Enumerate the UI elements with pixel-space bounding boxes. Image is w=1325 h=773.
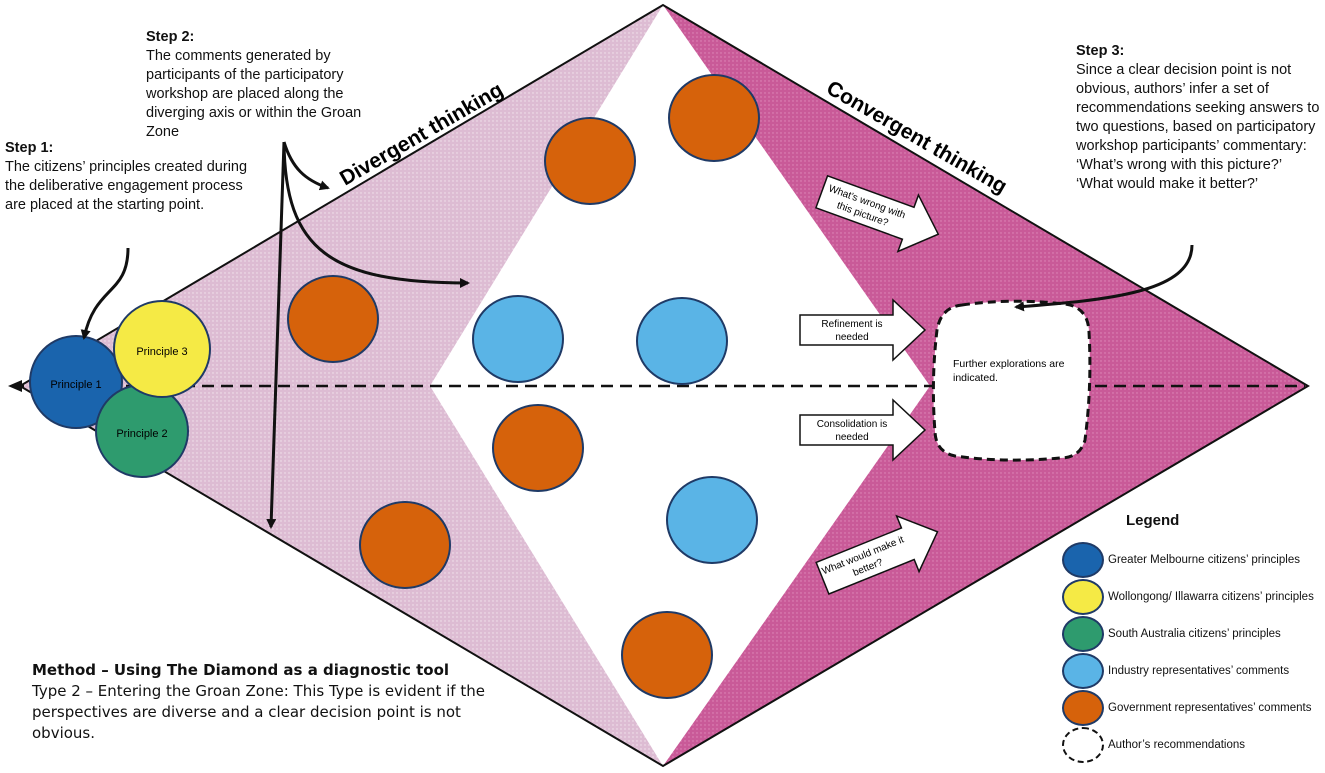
step3-arrow bbox=[1014, 244, 1194, 312]
step2-text: Step 2: The comments generated by partic… bbox=[146, 28, 378, 142]
legend-label: Author’s recommendations bbox=[1108, 738, 1246, 751]
step2-arrow-short bbox=[282, 141, 330, 191]
government-comment-circle bbox=[492, 404, 584, 492]
legend-swatch-recommendations bbox=[1062, 726, 1104, 763]
legend-item: Author’s recommendations bbox=[1062, 726, 1324, 763]
recommendation-box bbox=[931, 299, 1092, 462]
step2-heading: Step 2: bbox=[146, 29, 195, 45]
arrow-whats-wrong: What’s wrong with this picture? bbox=[814, 174, 940, 253]
step3-body: Since a clear decision point is not obvi… bbox=[1076, 62, 1320, 154]
principle-1-label: Principle 1 bbox=[50, 379, 101, 391]
step2-arrow-down bbox=[266, 141, 286, 529]
government-comment-circle bbox=[287, 275, 379, 363]
method-title: Method – Using The Diamond as a diagnost… bbox=[32, 661, 450, 679]
arrow-refinement: Refinement is needed bbox=[799, 298, 927, 362]
principle-3-label: Principle 3 bbox=[136, 346, 187, 358]
step2-arrow-long bbox=[282, 141, 470, 288]
recommendation-line2: indicated. bbox=[953, 372, 998, 384]
industry-comment-circle bbox=[472, 295, 564, 383]
step1-arrow bbox=[80, 247, 130, 340]
step3-question1: ‘What’s wrong with this picture?’ bbox=[1076, 157, 1283, 173]
step3-heading: Step 3: bbox=[1076, 43, 1125, 59]
step1-body: The citizens’ principles created during … bbox=[5, 159, 248, 213]
legend-label: South Australia citizens’ principles bbox=[1108, 627, 1281, 640]
legend-swatch-industry bbox=[1062, 652, 1104, 689]
principle-3-circle bbox=[113, 300, 211, 398]
legend-item: Industry representatives’ comments bbox=[1062, 652, 1324, 689]
government-comment-circle bbox=[621, 611, 713, 699]
principle-1-circle bbox=[29, 335, 123, 429]
step3-question2: ‘What would make it better?’ bbox=[1076, 176, 1259, 192]
legend: Legend Greater Melbourne citizens’ princ… bbox=[1062, 512, 1324, 763]
arrow-consolidation: Consolidation is needed bbox=[799, 398, 927, 462]
step1-text: Step 1: The citizens’ principles created… bbox=[5, 139, 250, 215]
industry-comment-circle bbox=[636, 297, 728, 385]
method-caption: Method – Using The Diamond as a diagnost… bbox=[32, 660, 502, 744]
legend-item: Government representatives’ comments bbox=[1062, 689, 1324, 726]
diamond-outline bbox=[18, 3, 1310, 768]
industry-comment-circle bbox=[666, 476, 758, 564]
arrow-consolidation-line1: Consolidation is bbox=[817, 419, 888, 430]
legend-item: South Australia citizens’ principles bbox=[1062, 615, 1324, 652]
method-body: Type 2 – Entering the Groan Zone: This T… bbox=[32, 682, 485, 742]
principle-2-label: Principle 2 bbox=[116, 428, 167, 440]
step2-body: The comments generated by participants o… bbox=[146, 48, 362, 140]
step3-text: Step 3: Since a clear decision point is … bbox=[1076, 42, 1321, 194]
recommendation-line1: Further explorations are bbox=[953, 358, 1065, 370]
legend-item: Greater Melbourne citizens’ principles bbox=[1062, 541, 1324, 578]
legend-label: Greater Melbourne citizens’ principles bbox=[1108, 553, 1300, 566]
government-comment-circle bbox=[544, 117, 636, 205]
legend-label: Wollongong/ Illawarra citizens’ principl… bbox=[1108, 590, 1314, 603]
arrow-consolidation-line2: needed bbox=[835, 432, 868, 443]
step1-heading: Step 1: bbox=[5, 140, 54, 156]
legend-swatch-government bbox=[1062, 689, 1104, 726]
axis-left-arrowhead bbox=[8, 380, 22, 392]
government-comment-circle bbox=[668, 74, 760, 162]
legend-swatch-melbourne bbox=[1062, 541, 1104, 578]
arrow-refinement-line2: needed bbox=[835, 332, 868, 343]
legend-title: Legend bbox=[1126, 512, 1180, 529]
arrow-refinement-line1: Refinement is bbox=[821, 319, 882, 330]
government-comment-circle bbox=[359, 501, 451, 589]
legend-swatch-south-australia bbox=[1062, 615, 1104, 652]
legend-item: Wollongong/ Illawarra citizens’ principl… bbox=[1062, 578, 1324, 615]
legend-swatch-wollongong bbox=[1062, 578, 1104, 615]
legend-label: Government representatives’ comments bbox=[1108, 701, 1312, 714]
legend-label: Industry representatives’ comments bbox=[1108, 664, 1290, 677]
